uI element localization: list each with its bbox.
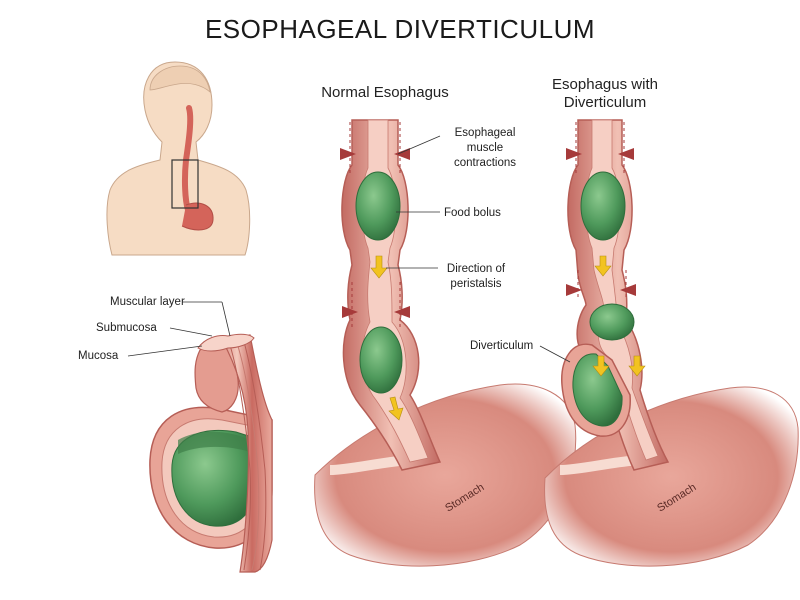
diverticulum-heading-line2: Diverticulum: [563, 94, 647, 111]
peristalsis-arrow: [594, 255, 612, 277]
food-bolus-4: [589, 303, 635, 341]
label-muscle-line1: Esophageal: [454, 127, 516, 139]
label-muscular-layer: Muscular layer: [110, 296, 185, 308]
label-muscle-line3: contractions: [453, 157, 516, 169]
peristalsis-arrow: [592, 355, 610, 377]
food-bolus-1: [355, 171, 401, 241]
label-direction-line2: peristalsis: [450, 278, 502, 290]
label-muscle-line2: muscle: [466, 142, 504, 154]
label-diverticulum: Diverticulum: [470, 340, 534, 352]
contraction-arrow: [340, 148, 356, 160]
label-food-bolus: Food bolus: [444, 207, 501, 219]
contraction-arrow: [620, 284, 636, 296]
diagram-title: ESOPHAGEAL DIVERTICULUM: [204, 14, 596, 44]
food-bolus-3: [580, 171, 626, 241]
contraction-arrow: [618, 148, 634, 160]
cross-section: [127, 301, 273, 573]
peristalsis-arrow: [370, 255, 388, 279]
contraction-arrow: [566, 284, 582, 296]
contraction-arrow: [566, 148, 582, 160]
diverticulum-heading-line1: Esophagus with: [552, 76, 658, 93]
body-silhouette: [106, 61, 251, 256]
label-direction-line1: Direction of: [446, 263, 506, 275]
peristalsis-arrow: [388, 396, 404, 421]
normal-esophagus: [314, 119, 577, 567]
food-bolus-2: [359, 326, 403, 394]
normal-esophagus-heading: Normal Esophagus: [321, 84, 449, 101]
normal-stomach: [314, 383, 577, 567]
label-mucosa: Mucosa: [78, 350, 119, 362]
label-submucosa: Submucosa: [96, 322, 157, 334]
diverticulum-esophagus: [539, 119, 799, 567]
contraction-arrow: [394, 306, 410, 318]
zoom-box: [171, 159, 199, 209]
peristalsis-arrow: [628, 355, 646, 377]
contraction-arrow: [342, 306, 358, 318]
